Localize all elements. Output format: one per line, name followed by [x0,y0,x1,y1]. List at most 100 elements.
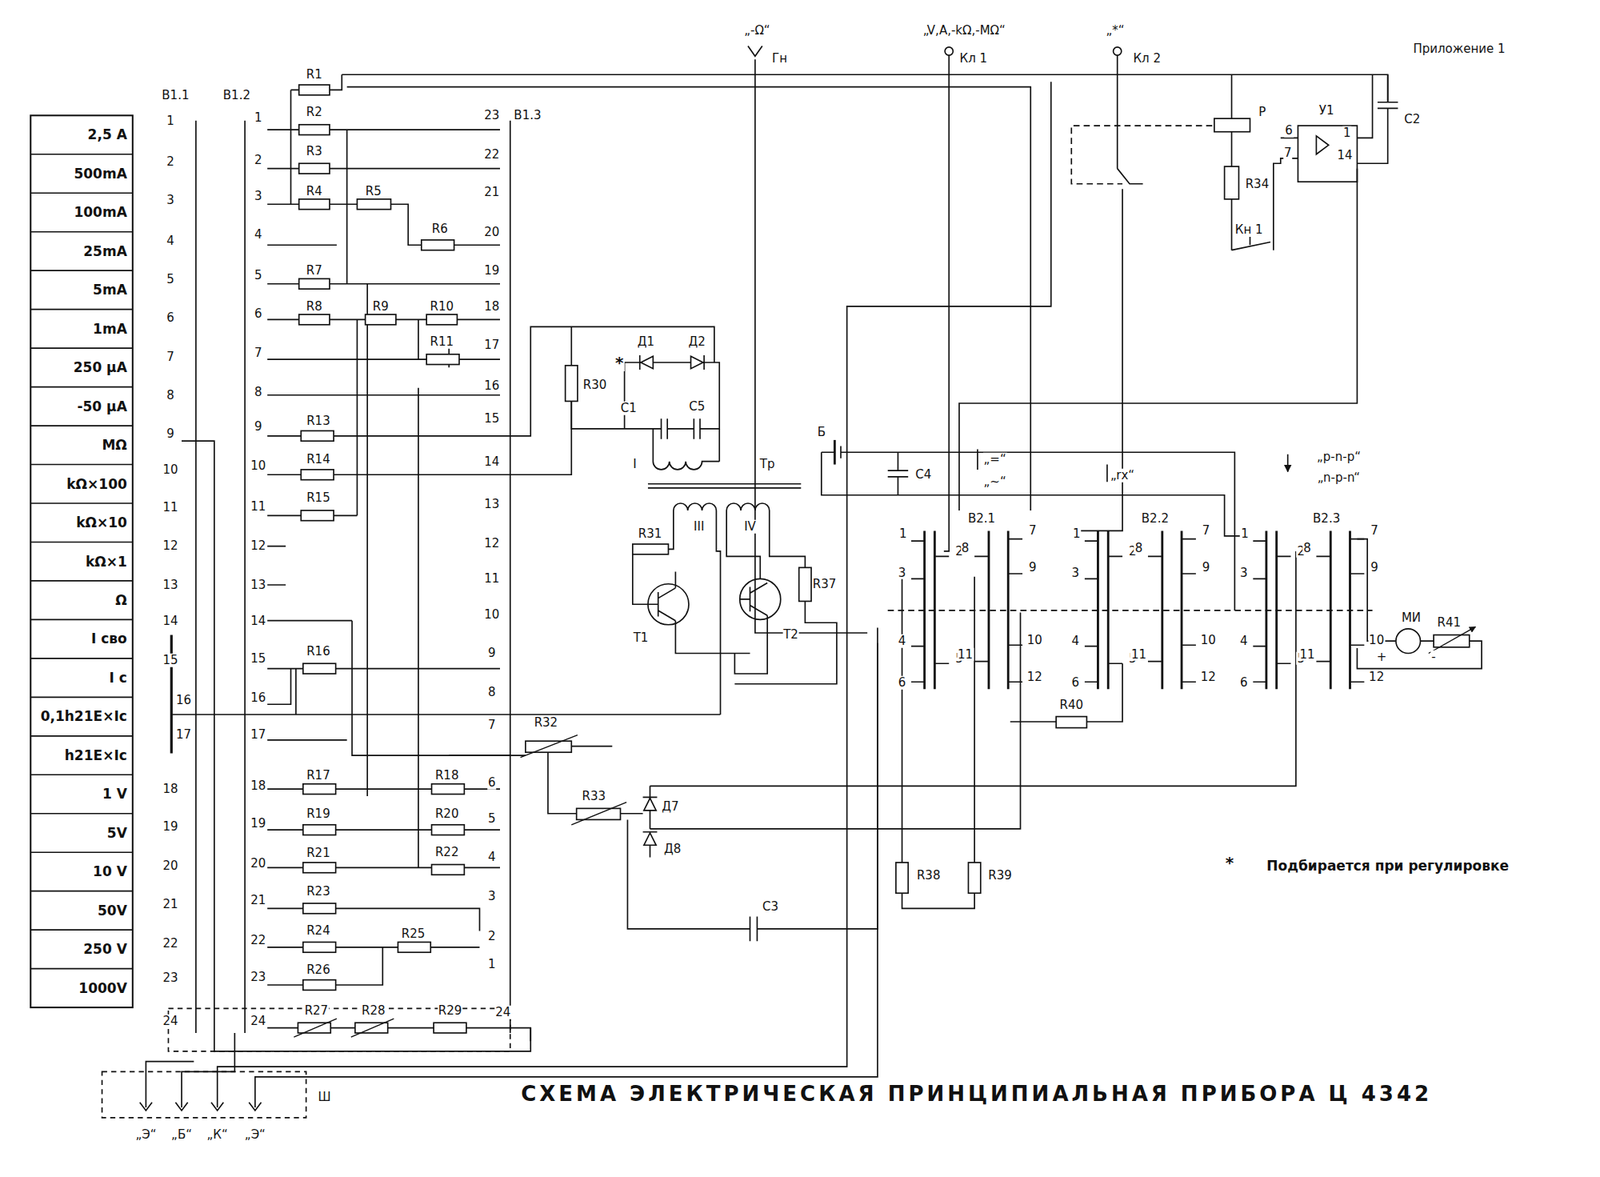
switch-position: 1 [253,110,264,124]
component-designator: R7 [305,264,324,278]
polarity-mark: + [1376,650,1388,664]
component-designator: R1 [305,68,324,82]
switch-name: В1.1 [160,88,190,102]
component-designator: R24 [305,924,332,938]
component-designator: R2 [305,105,324,120]
range-label: 100mA [73,204,127,220]
component-designator: R17 [305,768,332,783]
range-cell: 250 µA [30,348,133,387]
pin-number: 9 [1028,560,1038,575]
switch-position: 13 [161,578,179,592]
range-label: 1 V [102,785,128,802]
range-label: 5mA [92,281,128,298]
component-designator: С1 [620,401,638,416]
component-designator: R22 [434,845,460,860]
component-designator: Р [1257,105,1267,120]
component-designator: R27 [304,1004,330,1018]
pin-number: 10 [1026,632,1044,647]
component-designator: R11 [429,335,456,349]
switch-position: 9 [253,420,264,434]
switch-position: 5 [487,812,497,826]
terminal-name: „V,A,-kΩ,-MΩ“ [922,24,1007,38]
switch-position: 14 [249,613,267,628]
range-label: I сво [91,630,128,647]
range-label: 25mA [83,243,128,260]
component-designator: Т2 [782,628,800,642]
pin-number: 8 [960,541,971,556]
switch-name: В2.1 [967,512,996,526]
range-label: 50V [97,902,128,919]
range-cell: 0,1h21E×Ic [30,696,133,736]
winding-number: I [632,457,637,472]
range-label: 1000V [78,980,127,996]
terminal-name: „-Ω“ [743,24,771,38]
winding-number: IV [743,520,757,534]
component-designator: R8 [305,299,324,313]
range-label: 500mA [73,165,127,182]
pin-name: „Э“ [244,1128,267,1142]
component-designator: Кн 1 [1234,223,1264,237]
component-designator: R14 [305,452,332,467]
switch-position: 10 [249,458,267,472]
note-mark: * [1224,853,1235,872]
pin-number: 6 [897,676,908,690]
switch-position: 19 [483,264,500,278]
drawing-title: СХЕМА ЭЛЕКТРИЧЕСКАЯ ПРИНЦИПИАЛЬНАЯ ПРИБО… [520,1081,1432,1106]
switch-position: 6 [487,776,497,790]
switch-position: 24 [494,1005,512,1020]
switch-position: 13 [483,497,500,512]
component-designator: Д8 [663,842,682,856]
switch-position: 11 [249,499,267,513]
polarity-mark: - [1430,650,1436,664]
range-label: -50 µA [76,398,127,415]
pin-number: 6 [1071,676,1081,690]
switch-position: 8 [253,385,264,400]
pin-number: 9 [1369,560,1380,575]
switch-position: 12 [483,536,500,550]
note-text: Подбирается при регулировке [1265,857,1510,873]
component-designator: R26 [305,962,332,976]
component-designator: R37 [812,576,838,591]
switch-name: В2.3 [1312,512,1341,526]
component-designator: С2 [1403,112,1421,127]
switch-position: 21 [249,893,267,908]
range-label: h21E×Ic [64,747,128,764]
range-cell: 1mA [30,308,133,348]
range-label: I с [108,669,127,686]
switch-position: 14 [483,454,500,468]
pin-number: 8 [1134,541,1144,556]
terminal-name: „*“ [1105,24,1126,38]
range-cell: h21E×Ic [30,736,133,775]
component-designator: R4 [305,184,324,198]
component-designator: R33 [581,789,608,804]
range-cell: kΩ×100 [30,464,133,503]
pin-number: 4 [1239,634,1249,648]
component-designator: С4 [914,468,932,482]
switch-position: 23 [161,971,179,985]
switch-position: 18 [249,779,267,793]
switch-position: 5 [165,272,176,287]
component-designator: Д1 [636,335,656,349]
pin-number: 10 [1368,632,1385,647]
pin-number: 4 [1071,634,1081,648]
component-designator: С5 [688,399,706,413]
range-cell: 1000V [30,968,133,1007]
switch-position: 11 [483,572,500,586]
component-designator: R40 [1059,698,1085,712]
component-designator: R31 [637,527,664,541]
range-label: MΩ [101,436,127,453]
range-cell: 25mA [30,232,133,271]
switch-position: 21 [161,897,179,912]
mode-mark: „n-p-n“ [1316,471,1361,485]
switch-position: 15 [483,412,500,426]
component-designator: R25 [400,927,427,941]
pin-number: 12 [1368,669,1385,684]
component-designator: R30 [582,378,608,392]
switch-position: 14 [161,613,179,628]
switch-position: 6 [253,306,264,320]
switch-position: 1 [487,957,497,972]
range-cell: 1 V [30,774,133,813]
switch-name: В2.2 [1140,512,1170,526]
component-designator: У1 [1318,104,1336,118]
